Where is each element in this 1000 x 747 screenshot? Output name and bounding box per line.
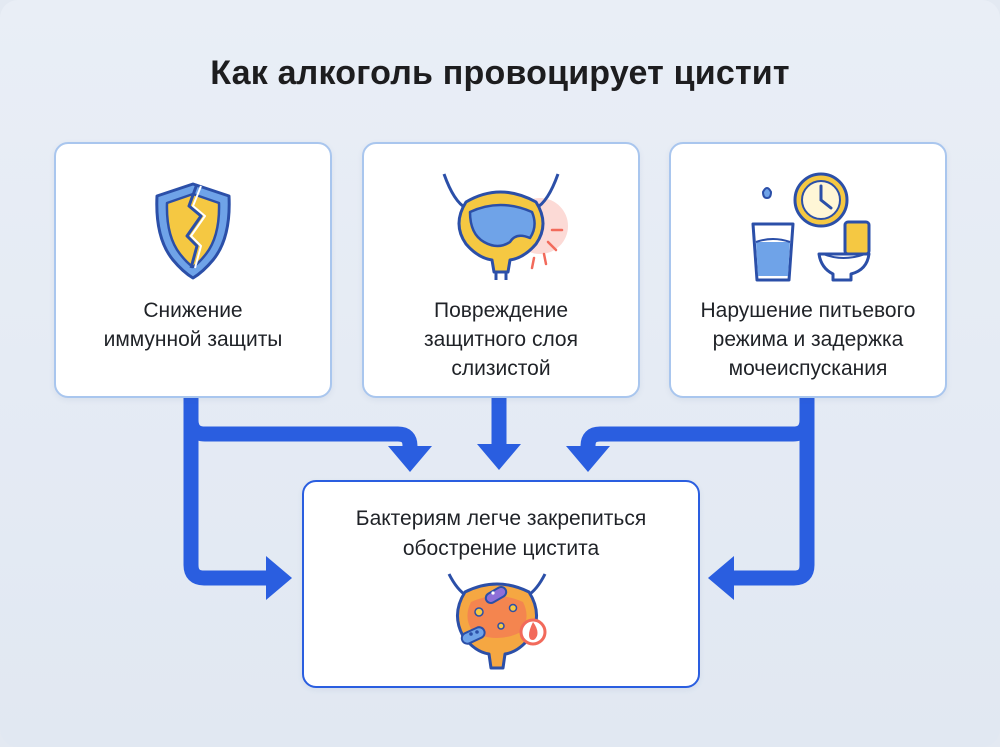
- cause-card-drinking: Нарушение питьевого режима и задержка мо…: [669, 142, 947, 398]
- bladder-irritation-icon: [442, 173, 568, 280]
- result-card-cystitis: Бактериям легче закрепиться обострение ц…: [302, 480, 700, 688]
- cause-card-immunity: Снижение иммунной защиты: [54, 142, 332, 398]
- arrowhead-card1-side: [266, 556, 292, 600]
- arrowhead-card1-top: [388, 446, 432, 472]
- infected-bladder-icon: [447, 573, 547, 670]
- arrow-card1-to-result-top: [183, 394, 418, 454]
- page-title: Как алкоголь провоцирует цистит: [210, 54, 790, 92]
- arrow-card1-to-result-side: [183, 420, 268, 586]
- result-label: Бактериям легче закрепиться обострение ц…: [355, 507, 647, 560]
- arrow-card3-to-result-top: [580, 394, 815, 454]
- arrowhead-card2: [477, 444, 521, 470]
- cause-card-mucosa: Повреждение защитного слоя слизистой: [362, 142, 640, 398]
- arrowhead-card3-top: [566, 446, 610, 472]
- arrow-card3-to-result-side: [732, 420, 815, 586]
- cause-label-mucosa: Повреждение защитного слоя слизистой: [424, 299, 578, 380]
- cause-label-immunity: Снижение иммунной защиты: [103, 299, 283, 351]
- cause-label-drinking: Нарушение питьевого режима и задержка мо…: [700, 299, 916, 380]
- arrowhead-card3-side: [708, 556, 734, 600]
- broken-shield-icon: [155, 182, 231, 280]
- water-clock-toilet-icon: [751, 172, 871, 282]
- fire-icon: [519, 618, 547, 646]
- bacteria-icon: [460, 586, 508, 645]
